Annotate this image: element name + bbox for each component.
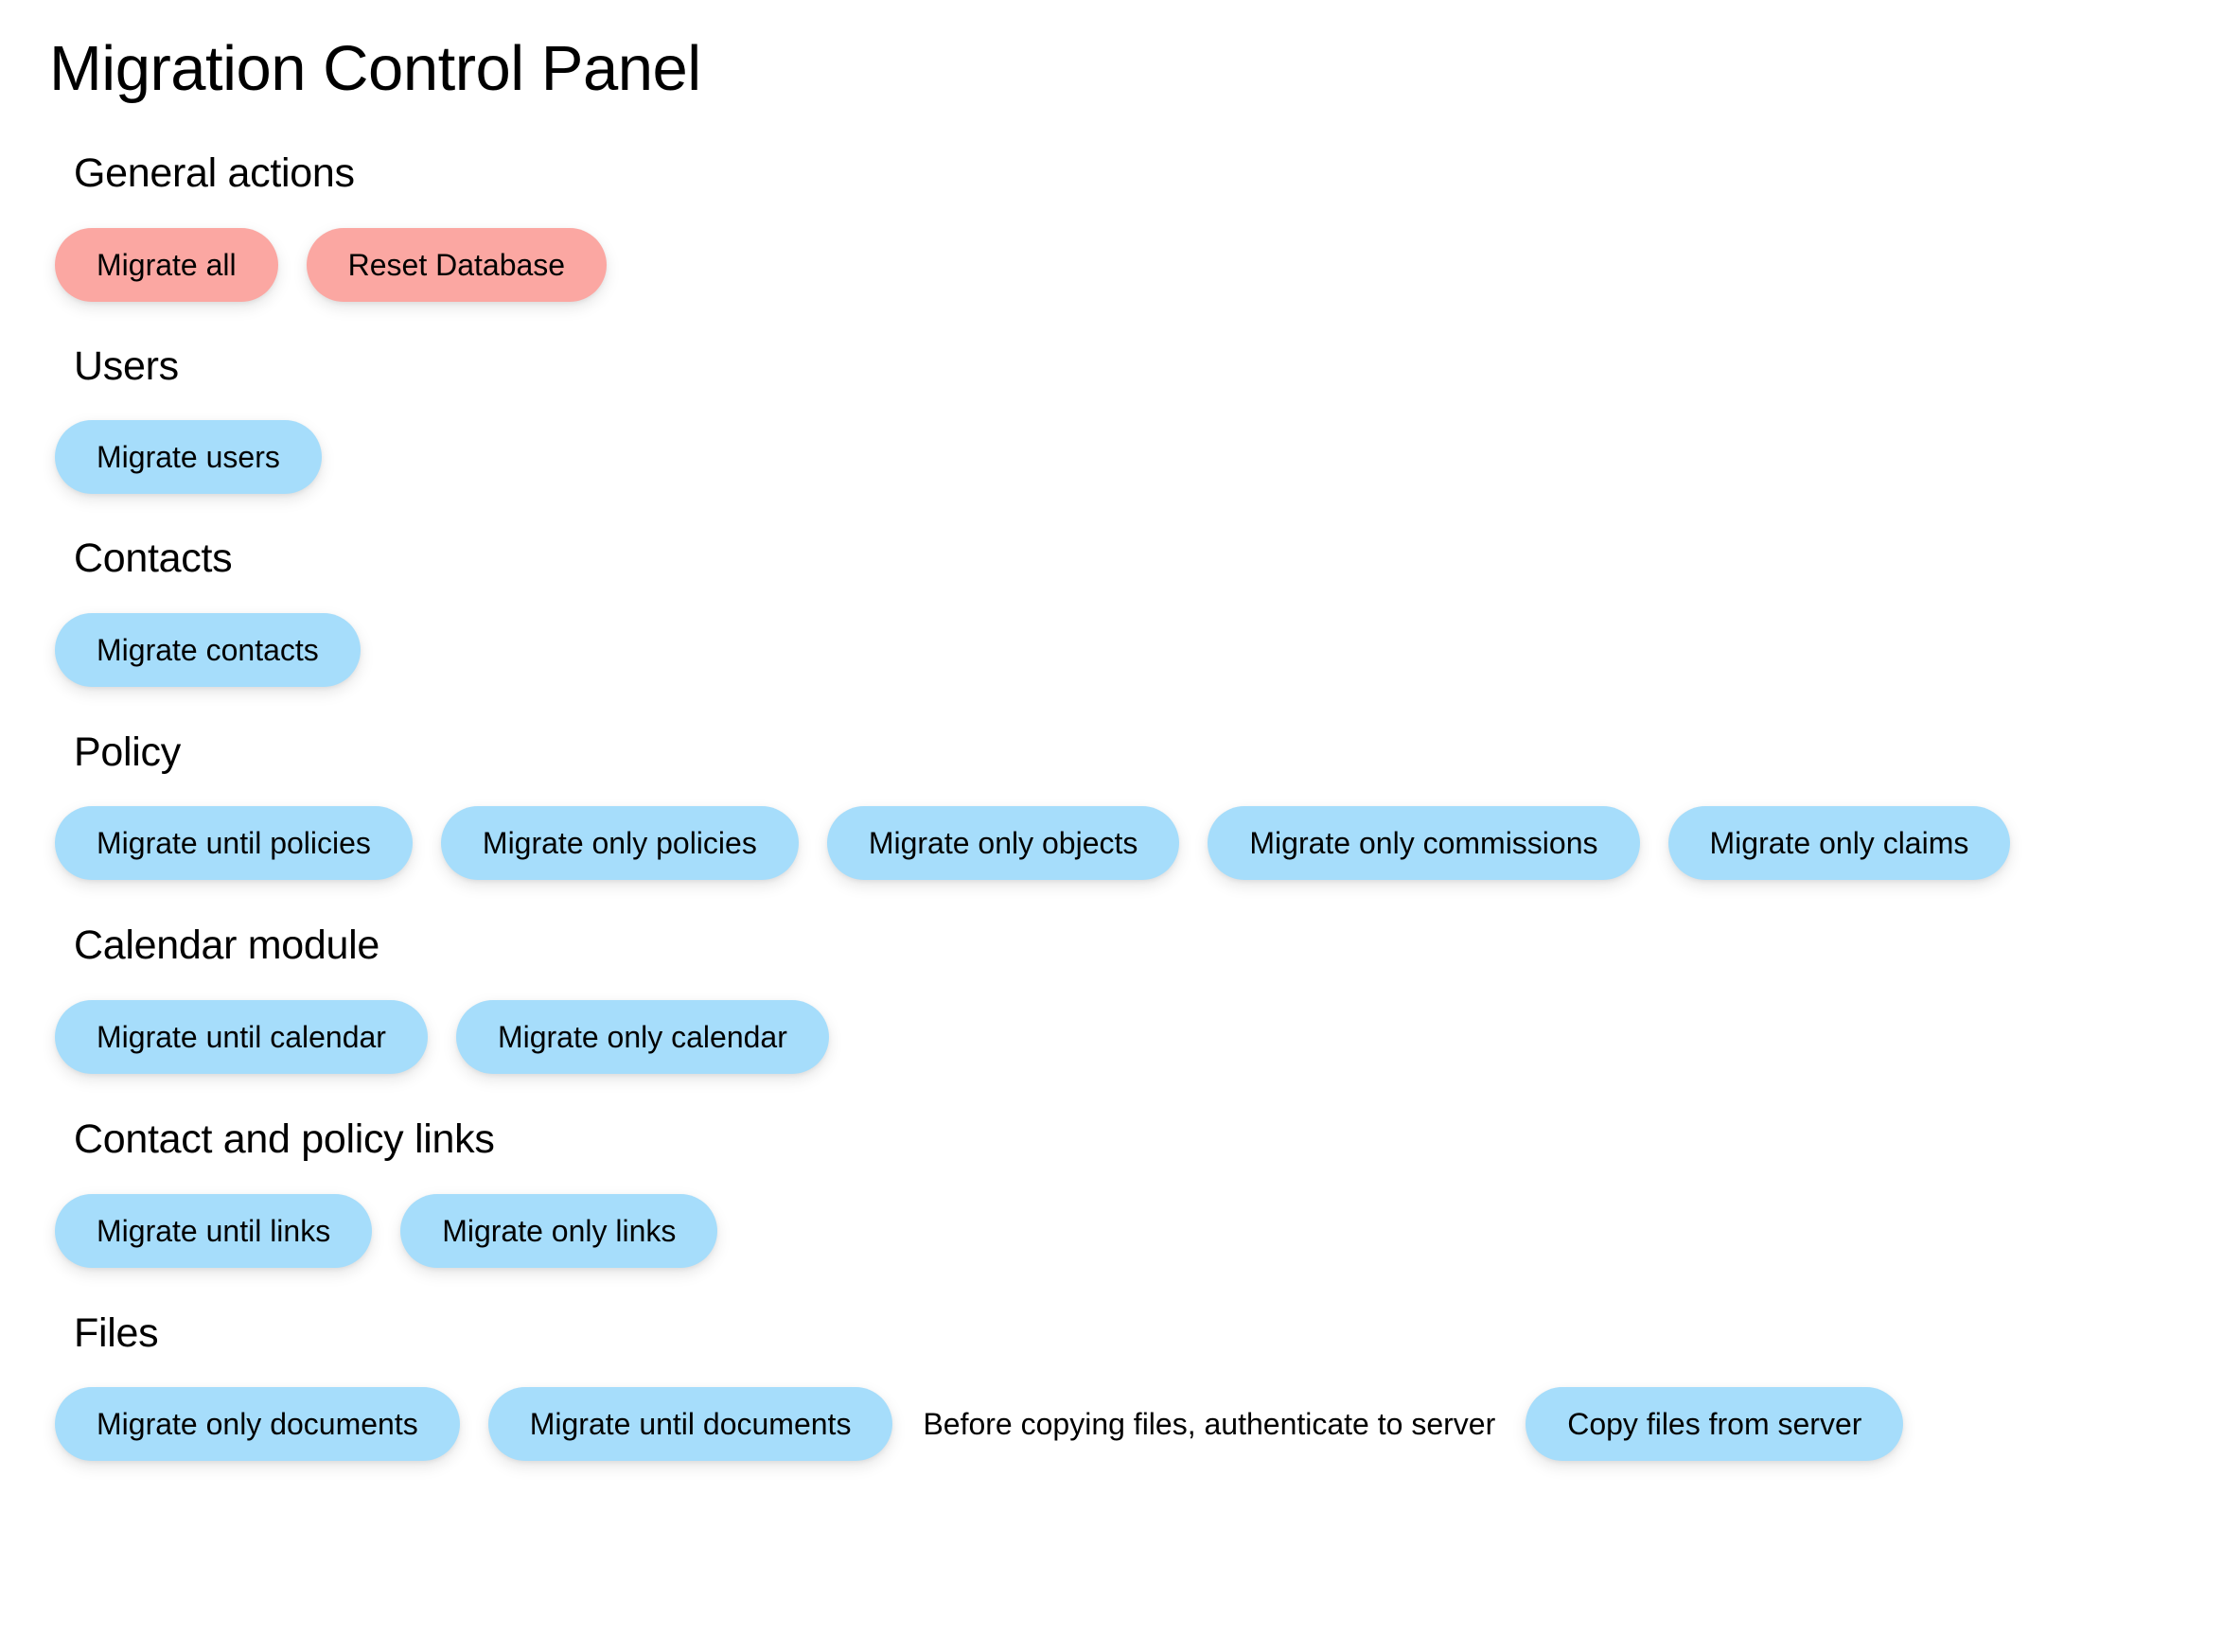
- button-row-calendar: Migrate until calendar Migrate only cale…: [0, 1000, 2240, 1075]
- reset-database-button[interactable]: Reset Database: [306, 227, 608, 302]
- section-users: Users Migrate users: [0, 343, 2240, 495]
- section-calendar-module: Calendar module Migrate until calendar M…: [0, 922, 2240, 1075]
- migrate-until-calendar-button[interactable]: Migrate until calendar: [55, 1000, 428, 1075]
- migrate-until-documents-button[interactable]: Migrate until documents: [487, 1387, 893, 1462]
- section-heading-calendar-module: Calendar module: [74, 923, 379, 969]
- migrate-until-policies-button[interactable]: Migrate until policies: [55, 806, 413, 881]
- authenticate-to-server-note: Before copying files, authenticate to se…: [923, 1407, 1496, 1442]
- section-heading-general-actions: General actions: [74, 150, 355, 197]
- button-row-links: Migrate until links Migrate only links: [0, 1193, 2240, 1268]
- section-heading-files: Files: [74, 1309, 159, 1356]
- section-policy: Policy Migrate until policies Migrate on…: [0, 729, 2240, 881]
- migration-control-panel: Migration Control Panel General actions …: [0, 33, 2240, 1462]
- migrate-contacts-button[interactable]: Migrate contacts: [55, 612, 361, 687]
- button-row-files: Migrate only documents Migrate until doc…: [0, 1387, 2240, 1462]
- section-files: Files Migrate only documents Migrate unt…: [0, 1309, 2240, 1462]
- section-contact-and-policy-links: Contact and policy links Migrate until l…: [0, 1116, 2240, 1268]
- migrate-only-commissions-button[interactable]: Migrate only commissions: [1208, 806, 1640, 881]
- migrate-only-policies-button[interactable]: Migrate only policies: [440, 806, 799, 881]
- migrate-until-links-button[interactable]: Migrate until links: [55, 1193, 373, 1268]
- button-row-general-actions: Migrate all Reset Database: [0, 227, 2240, 302]
- section-heading-contacts: Contacts: [74, 536, 233, 582]
- button-row-users: Migrate users: [0, 420, 2240, 495]
- section-contacts: Contacts Migrate contacts: [0, 535, 2240, 687]
- migrate-users-button[interactable]: Migrate users: [55, 420, 322, 495]
- migrate-only-documents-button[interactable]: Migrate only documents: [55, 1387, 460, 1462]
- migrate-only-claims-button[interactable]: Migrate only claims: [1667, 806, 2011, 881]
- copy-files-from-server-button[interactable]: Copy files from server: [1526, 1387, 1904, 1462]
- button-row-policy: Migrate until policies Migrate only poli…: [0, 806, 2240, 881]
- page-title: Migration Control Panel: [49, 33, 701, 104]
- section-heading-policy: Policy: [74, 729, 181, 775]
- section-general-actions: General actions Migrate all Reset Databa…: [0, 149, 2240, 302]
- migrate-only-objects-button[interactable]: Migrate only objects: [826, 806, 1180, 881]
- section-heading-users: Users: [74, 343, 179, 389]
- migrate-all-button[interactable]: Migrate all: [55, 227, 278, 302]
- migrate-only-links-button[interactable]: Migrate only links: [400, 1193, 718, 1268]
- section-heading-contact-and-policy-links: Contact and policy links: [74, 1116, 495, 1163]
- migrate-only-calendar-button[interactable]: Migrate only calendar: [455, 1000, 829, 1075]
- button-row-contacts: Migrate contacts: [0, 612, 2240, 687]
